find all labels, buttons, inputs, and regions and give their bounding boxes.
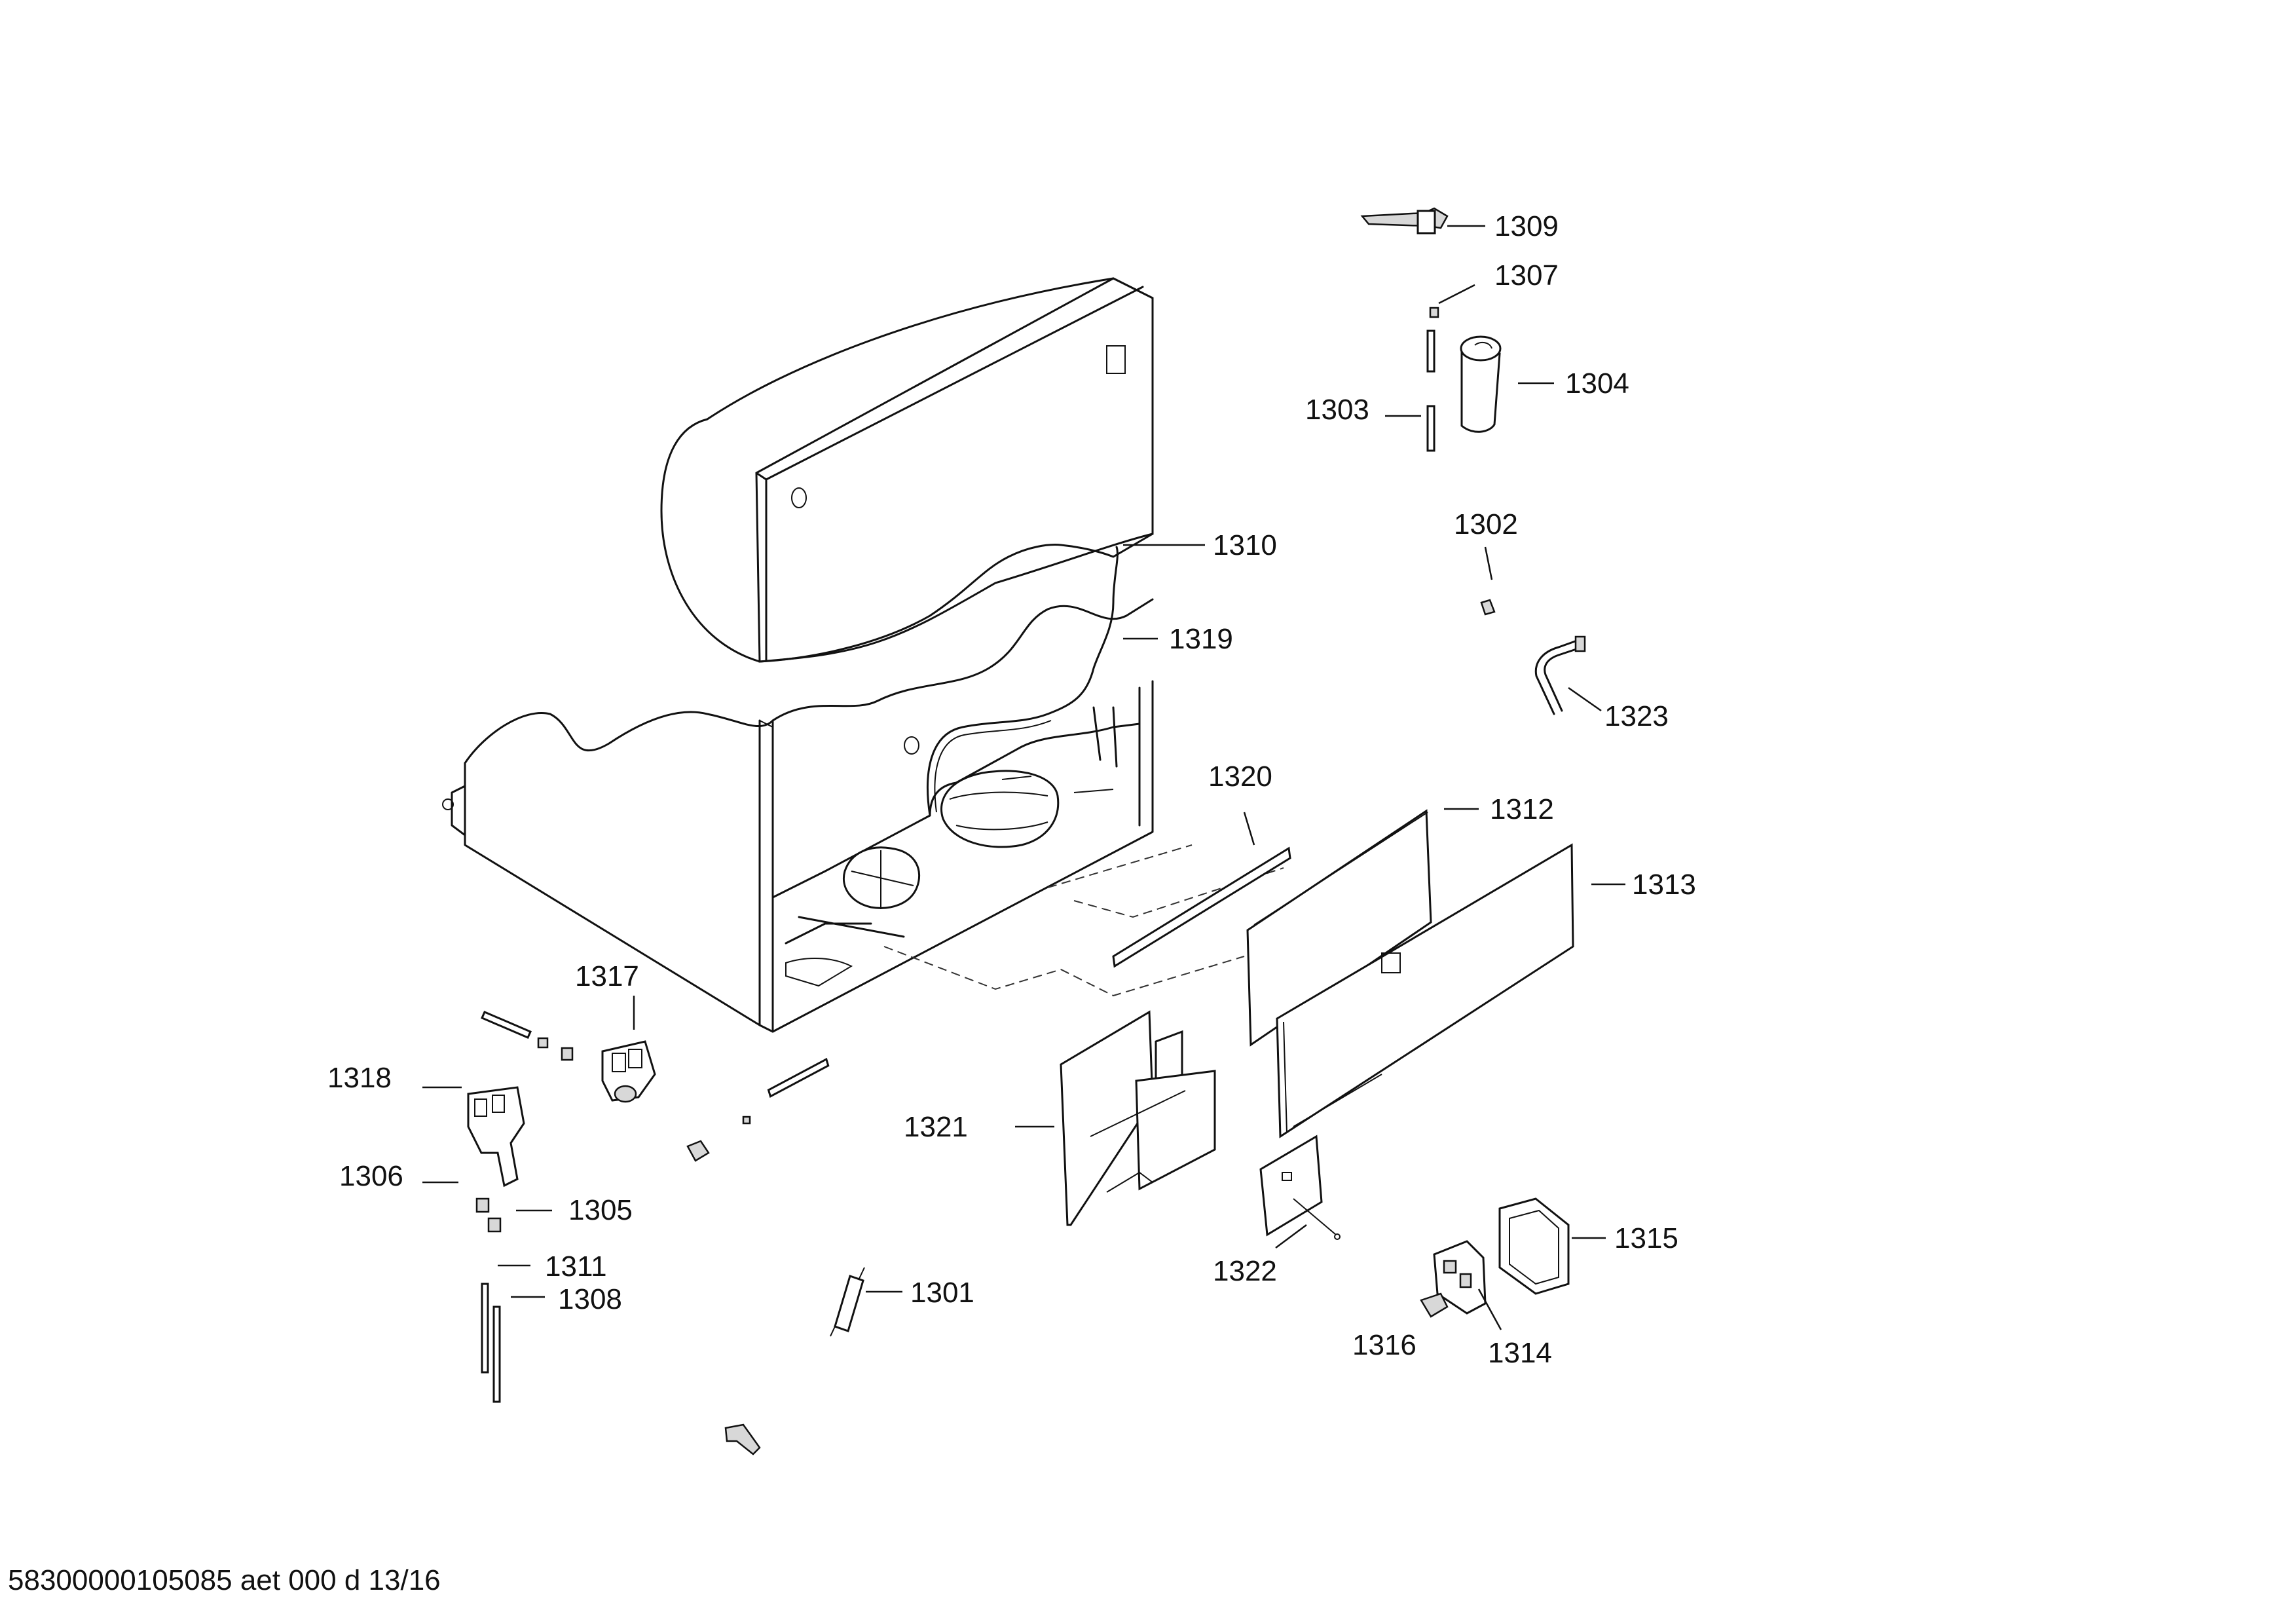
callout-1308: 1308 bbox=[558, 1283, 622, 1315]
part-fitting bbox=[724, 1423, 761, 1455]
part-1308 bbox=[492, 1305, 501, 1403]
callout-1322: 1322 bbox=[1213, 1255, 1277, 1287]
part-1316 bbox=[1420, 1292, 1449, 1318]
part-1311 bbox=[481, 1283, 489, 1374]
part-1302 bbox=[1480, 599, 1496, 616]
cabinet-assembly bbox=[442, 277, 1284, 1033]
part-1306 bbox=[475, 1197, 490, 1213]
part-1313 bbox=[1276, 843, 1574, 1138]
callout-1312: 1312 bbox=[1490, 793, 1554, 825]
part-1315 bbox=[1498, 1197, 1570, 1295]
part-1317-hoses bbox=[481, 1011, 830, 1162]
part-1301 bbox=[830, 1267, 865, 1337]
callout-1309: 1309 bbox=[1494, 210, 1559, 242]
callout-1303: 1303 bbox=[1305, 394, 1369, 426]
callout-1320: 1320 bbox=[1208, 760, 1272, 793]
part-1303 bbox=[1426, 329, 1435, 452]
part-1321 bbox=[1060, 1010, 1216, 1226]
part-1322 bbox=[1259, 1135, 1341, 1240]
callout-1310: 1310 bbox=[1213, 529, 1277, 561]
part-1307 bbox=[1429, 307, 1439, 318]
callout-1302: 1302 bbox=[1454, 508, 1518, 540]
part-1320 bbox=[1112, 846, 1291, 968]
callout-1307: 1307 bbox=[1494, 259, 1559, 291]
part-1314 bbox=[1433, 1240, 1487, 1315]
part-1317 bbox=[601, 1040, 656, 1103]
callout-1311: 1311 bbox=[545, 1250, 607, 1283]
callout-1319: 1319 bbox=[1169, 623, 1233, 655]
part-1305 bbox=[487, 1217, 502, 1233]
callout-1301: 1301 bbox=[910, 1277, 974, 1309]
callout-1314: 1314 bbox=[1488, 1337, 1552, 1369]
part-1318 bbox=[467, 1086, 525, 1188]
callout-1321: 1321 bbox=[904, 1111, 968, 1143]
callout-1318: 1318 bbox=[327, 1062, 392, 1094]
callout-1304: 1304 bbox=[1565, 367, 1629, 400]
part-1309 bbox=[1360, 207, 1449, 235]
callout-1313: 1313 bbox=[1632, 869, 1696, 901]
part-1312 bbox=[1246, 809, 1432, 1047]
callout-1306: 1306 bbox=[339, 1160, 403, 1192]
document-id: 58300000105085 aet 000 d 13/16 bbox=[8, 1564, 441, 1596]
callout-labels: 1309 1307 1304 1303 1302 1310 1319 1323 … bbox=[327, 210, 1696, 1369]
part-1323 bbox=[1534, 635, 1586, 715]
callout-1317: 1317 bbox=[575, 960, 639, 992]
part-1304 bbox=[1460, 335, 1502, 433]
callout-1315: 1315 bbox=[1614, 1222, 1678, 1254]
leader-lines bbox=[422, 225, 1625, 1330]
callout-1305: 1305 bbox=[568, 1194, 633, 1226]
callout-1316: 1316 bbox=[1352, 1329, 1416, 1361]
callout-1323: 1323 bbox=[1604, 700, 1669, 732]
